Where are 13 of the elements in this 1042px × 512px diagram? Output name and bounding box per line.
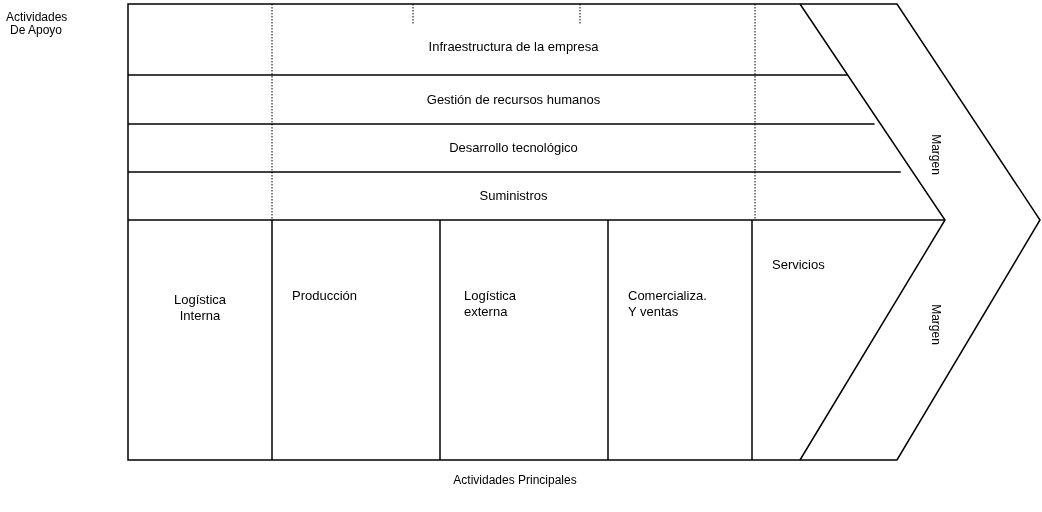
- activity-label: Gestión de recursos humanos: [426, 91, 601, 108]
- margin-label: Margen: [928, 303, 942, 347]
- activity-label: Infraestructura de la empresa: [428, 38, 599, 55]
- section-label: Actividades Principales: [452, 474, 578, 487]
- activity-label: Servicios: [772, 257, 825, 273]
- activity-label: Logística externa: [464, 288, 518, 320]
- activity-label: Comercializa. Y ventas: [628, 288, 708, 320]
- margin-label: Margen: [928, 133, 942, 177]
- activity-label: Desarrollo tecnológico: [449, 140, 578, 156]
- activity-label: Logística Interna: [172, 292, 227, 324]
- activity-label: Producción: [292, 288, 358, 304]
- section-label: Actividades De Apoyo: [6, 11, 66, 37]
- activity-label: Suministros: [479, 188, 548, 204]
